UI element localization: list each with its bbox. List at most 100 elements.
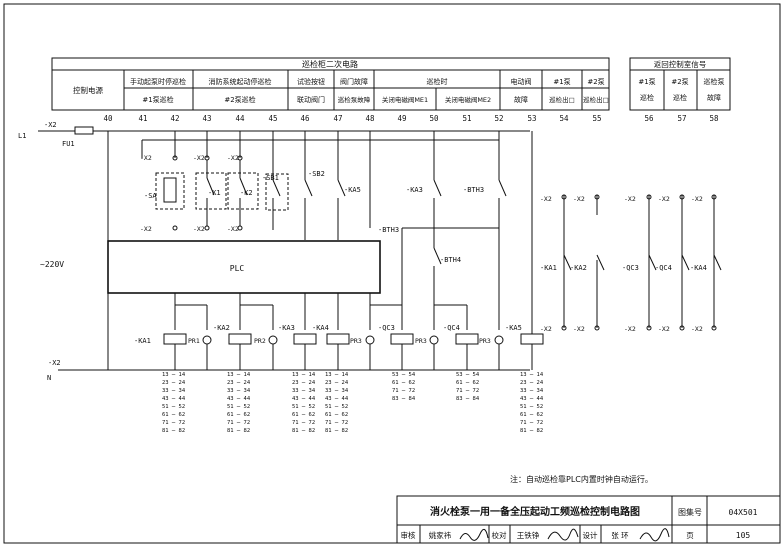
svg-text:33 ─ 34: 33 ─ 34 [162, 388, 186, 394]
svg-text:33 ─ 34: 33 ─ 34 [325, 388, 349, 394]
header-control-power: 控制电源 [73, 85, 103, 95]
col-num: 44 [235, 114, 245, 123]
sub-p2-patrol: #2泵巡检 [224, 95, 255, 104]
lamp-icon [202, 335, 212, 345]
sub-close-me1: 关闭电磁阀ME1 [382, 95, 428, 104]
coil-qc3 [390, 333, 414, 345]
svg-text:23 ─ 24: 23 ─ 24 [162, 380, 186, 386]
svg-text:81 ─ 82: 81 ─ 82 [520, 428, 543, 434]
svg-text:-X2: -X2 [691, 325, 703, 333]
col-num: 40 [103, 114, 113, 123]
svg-text:83 ─ 84: 83 ─ 84 [392, 396, 416, 402]
reviewer-signature [459, 528, 489, 541]
lamp-label: PR3 [479, 337, 491, 345]
svg-text:43 ─ 44: 43 ─ 44 [520, 396, 544, 402]
return-h1: #1泵 [638, 78, 655, 86]
header-table-title: 巡检柜二次电路 [302, 59, 358, 69]
coil-row: -KA1 PR1 -KA2 PR2 -KA3 -KA4 PR3 -QC3 PR3… [134, 131, 544, 370]
svg-text:51 ─ 52: 51 ─ 52 [227, 404, 250, 410]
return-h1b: 巡检 [640, 93, 654, 102]
header-table: 巡检柜二次电路 控制电源 手动起泵时停巡检 消防系统起动停巡检 试验按钮 阀门故… [51, 57, 610, 111]
svg-text:-X2: -X2 [573, 325, 585, 333]
return-h3: 巡检泵 [704, 77, 725, 86]
svg-text:23 ─ 24: 23 ─ 24 [325, 380, 349, 386]
coil-label: -KA5 [505, 324, 522, 332]
col-num: 41 [138, 114, 147, 123]
lamp-label: PR3 [415, 337, 427, 345]
svg-text:61 ─ 62: 61 ─ 62 [227, 412, 250, 418]
svg-text:13 ─ 14: 13 ─ 14 [162, 372, 186, 378]
n-label: N [47, 374, 51, 382]
svg-text:43 ─ 44: 43 ─ 44 [162, 396, 186, 402]
coil-ka3 [293, 333, 317, 345]
ka5-top-label: -KA5 [344, 186, 361, 194]
k1-label: -K1 [208, 189, 221, 197]
voltage-label: ~220V [40, 260, 64, 269]
review-label: 审核 [401, 530, 416, 540]
col-num: 58 [709, 114, 719, 123]
header-manual-start: 手动起泵时停巡检 [130, 77, 186, 86]
svg-text:43 ─ 44: 43 ─ 44 [325, 396, 349, 402]
svg-text:71 ─ 72: 71 ─ 72 [325, 420, 348, 426]
sb2-label: -SB2 [308, 170, 325, 178]
lamp-label: PR3 [350, 337, 362, 345]
svg-text:61 ─ 62: 61 ─ 62 [520, 412, 543, 418]
header-patrol: 巡检时 [427, 77, 448, 86]
column-numbers: 40 41 42 43 44 45 46 47 48 49 50 51 52 5… [103, 114, 601, 123]
svg-text:13 ─ 14: 13 ─ 14 [292, 372, 316, 378]
l1-label: L1 [18, 132, 26, 140]
plc-block [107, 240, 381, 294]
sub-link-valve: 联动阀门 [297, 95, 325, 104]
svg-text:51 ─ 52: 51 ─ 52 [325, 404, 348, 410]
sub-pump-fault: 巡检泵故障 [338, 95, 371, 104]
svg-text:83 ─ 84: 83 ─ 84 [456, 396, 480, 402]
ka2-contact-label: -KA2 [570, 264, 587, 272]
bth4-label: -BTH4 [440, 256, 461, 264]
svg-text:53 ─ 54: 53 ─ 54 [456, 372, 480, 378]
svg-text:61 ─ 62: 61 ─ 62 [456, 380, 479, 386]
svg-text:81 ─ 82: 81 ─ 82 [292, 428, 315, 434]
fuse-fu1 [74, 126, 94, 135]
return-h2: #2泵 [671, 78, 688, 86]
coil-label: -KA1 [134, 337, 151, 345]
svg-text:-X2: -X2 [624, 195, 636, 203]
x2-top-label: -X2 [44, 121, 57, 129]
qc3-coil-label: -QC3 [378, 324, 395, 332]
svg-text:-X2: -X2 [227, 225, 239, 233]
sub-p1-patrol: #1泵巡检 [142, 95, 173, 104]
svg-text:71 ─ 72: 71 ─ 72 [162, 420, 185, 426]
svg-text:43 ─ 44: 43 ─ 44 [227, 396, 251, 402]
bth3-label: -BTH3 [378, 226, 399, 234]
bth3b-label: -BTH3 [463, 186, 484, 194]
svg-text:81 ─ 82: 81 ─ 82 [325, 428, 348, 434]
atlas-number: 04X501 [729, 508, 758, 517]
designer-name: 张 环 [611, 531, 629, 540]
plc-label: PLC [230, 264, 245, 273]
ka3-top-label: -KA3 [406, 186, 423, 194]
output-branches [174, 293, 468, 330]
svg-text:23 ─ 24: 23 ─ 24 [227, 380, 251, 386]
coil-label: -KA3 [278, 324, 295, 332]
power-rails: -X2 L1 FU1 ~220V -X2 N [18, 121, 530, 382]
design-label: 设计 [583, 530, 598, 540]
sub-out1: 巡检出□ [549, 95, 575, 104]
svg-text:23 ─ 24: 23 ─ 24 [292, 380, 316, 386]
svg-text:61 ─ 62: 61 ─ 62 [292, 412, 315, 418]
svg-text:23 ─ 24: 23 ─ 24 [520, 380, 544, 386]
header-fire-start: 消防系统起动停巡检 [209, 77, 272, 86]
lamp-icon [429, 335, 439, 345]
svg-text:33 ─ 34: 33 ─ 34 [292, 388, 316, 394]
coil-ka2 [228, 333, 252, 345]
svg-text:61 ─ 62: 61 ─ 62 [162, 412, 185, 418]
svg-text:-X2: -X2 [193, 154, 205, 162]
qc4-coil-label: -QC4 [443, 324, 460, 332]
return-table-title: 返回控制室信号 [654, 59, 707, 69]
svg-text:-X2: -X2 [658, 325, 670, 333]
svg-text:-X2: -X2 [573, 195, 585, 203]
svg-text:71 ─ 72: 71 ─ 72 [227, 420, 250, 426]
svg-text:-X2: -X2 [193, 225, 205, 233]
terminal-columns: -X2 -X2 -X2 -X2 -KA1 -KA2 -X2 -X2 -X2 -X… [540, 194, 722, 333]
sub-fault: 故障 [514, 95, 528, 104]
sa-label: -SA [144, 192, 157, 200]
qc3-contact-label: -QC3 [622, 264, 639, 272]
